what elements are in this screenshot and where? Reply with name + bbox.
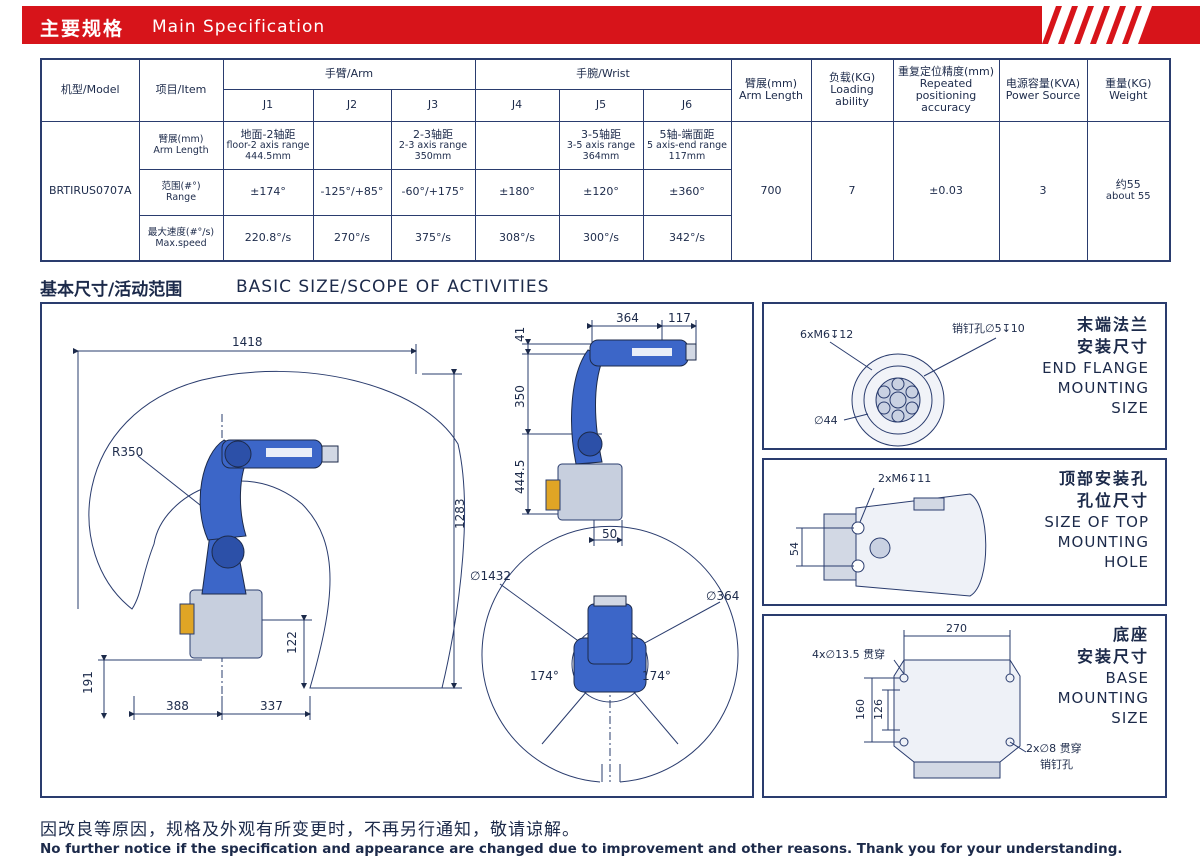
angle-left: 174° bbox=[530, 669, 559, 683]
arm-group-header: 手臂/Arm bbox=[222, 58, 476, 90]
accuracy-header: 重复定位精度(mm)Repeated positioning accuracy bbox=[892, 58, 1000, 122]
range-j2: -125°/+85° bbox=[312, 168, 392, 216]
angle-right: 174° bbox=[642, 669, 671, 683]
load-value: 7 bbox=[810, 120, 894, 262]
dim-364-top: ∅364 bbox=[706, 589, 739, 603]
dim-50: 50 bbox=[602, 527, 617, 541]
side-robot-illustration bbox=[179, 439, 339, 659]
accuracy-value: ±0.03 bbox=[892, 120, 1000, 262]
dim-337: 337 bbox=[260, 699, 283, 713]
top-hole-title: 顶部安装孔 孔位尺寸 SIZE OF TOP MOUNTING HOLE bbox=[1044, 469, 1149, 571]
model-cell: BRTIRUS0707A bbox=[40, 120, 140, 262]
base-dim-126: 126 bbox=[872, 699, 885, 720]
joint-header-j5: J5 bbox=[558, 88, 644, 122]
end-flange-panel: 6xM6↧12 销钉孔∅5↧10 ∅44 末端法兰 安装尺寸 END FLANG… bbox=[762, 302, 1167, 450]
flange-pin-label: 销钉孔∅5↧10 bbox=[952, 321, 1025, 335]
base-title: 底座 安装尺寸 BASE MOUNTING SIZE bbox=[1057, 625, 1149, 727]
speed-j5: 300°/s bbox=[558, 214, 644, 262]
base-holes-label: 4x∅13.5 贯穿 bbox=[812, 647, 885, 661]
model-header: 机型/Model bbox=[40, 58, 140, 122]
section-title-cn: 基本尺寸/活动范围 bbox=[40, 280, 183, 300]
joint-header-j6: J6 bbox=[642, 88, 732, 122]
range-j3: -60°/+175° bbox=[390, 168, 476, 216]
item-header: 项目/Item bbox=[138, 58, 224, 122]
arm-length-header: 臂展(mm)Arm Length bbox=[730, 58, 812, 122]
flange-dia-label: ∅44 bbox=[814, 414, 838, 427]
top-dim-54: 54 bbox=[788, 542, 801, 556]
row-label-arm-length: 臂展(mm)Arm Length bbox=[138, 120, 224, 170]
arm-length-value: 700 bbox=[730, 120, 812, 262]
speed-j1: 220.8°/s bbox=[222, 214, 314, 262]
range-j1: ±174° bbox=[222, 168, 314, 216]
footer-notice-en: No further notice if the specification a… bbox=[40, 841, 1123, 857]
top-screw-label: 2xM6↧11 bbox=[878, 472, 931, 485]
dim-117: 117 bbox=[668, 311, 691, 325]
header-bar: 主要规格 Main Specification bbox=[0, 6, 1200, 44]
base-width-270: 270 bbox=[946, 622, 967, 635]
base-pins-cn: 销钉孔 bbox=[1040, 757, 1073, 771]
base-dim-160: 160 bbox=[854, 699, 867, 720]
base-drawing: 270 4x∅13.5 贯穿 160 126 2x∅8 贯穿 销钉孔 bbox=[812, 622, 1082, 779]
base-pins-label: 2x∅8 贯穿 bbox=[1026, 741, 1082, 755]
cell-arm-j2 bbox=[312, 120, 392, 170]
range-j4: ±180° bbox=[474, 168, 560, 216]
speed-j3: 375°/s bbox=[390, 214, 476, 262]
flange-drawing: 6xM6↧12 销钉孔∅5↧10 ∅44 bbox=[800, 321, 1025, 447]
header-stripes-decoration bbox=[1042, 6, 1200, 44]
header-red-band bbox=[22, 6, 1042, 44]
section-title-en: BASIC SIZE/SCOPE OF ACTIVITIES bbox=[236, 277, 550, 297]
speed-j6: 342°/s bbox=[642, 214, 732, 262]
weight-header: 重量(KG)Weight bbox=[1086, 58, 1171, 122]
base-panel: 270 4x∅13.5 贯穿 160 126 2x∅8 贯穿 销钉孔 底座 安装… bbox=[762, 614, 1167, 798]
power-header: 电源容量(KVA)Power Source bbox=[998, 58, 1088, 122]
top-hole-drawing: 2xM6↧11 54 bbox=[788, 472, 987, 597]
dim-41: 41 bbox=[513, 327, 527, 342]
joint-header-j2: J2 bbox=[312, 88, 392, 122]
dim-444-5: 444.5 bbox=[513, 460, 527, 494]
flange-screw-label: 6xM6↧12 bbox=[800, 328, 853, 341]
dim-1432: ∅1432 bbox=[470, 569, 511, 583]
speed-j4: 308°/s bbox=[474, 214, 560, 262]
flange-title: 末端法兰 安装尺寸 END FLANGE MOUNTING SIZE bbox=[1042, 315, 1149, 417]
wrist-group-header: 手腕/Wrist bbox=[474, 58, 732, 90]
speed-j2: 270°/s bbox=[312, 214, 392, 262]
row-label-speed: 最大速度(#°/s)Max.speed bbox=[138, 214, 224, 262]
cell-arm-j4 bbox=[474, 120, 560, 170]
dim-1283: 1283 bbox=[453, 498, 467, 529]
power-value: 3 bbox=[998, 120, 1088, 262]
spec-table: 机型/Model 项目/Item 手臂/Arm 手腕/Wrist 臂展(mm)A… bbox=[40, 58, 1171, 262]
dim-r350: R350 bbox=[112, 445, 143, 459]
dim-1418: 1418 bbox=[232, 335, 263, 349]
joint-header-j3: J3 bbox=[390, 88, 476, 122]
dim-191: 191 bbox=[81, 671, 95, 694]
dimension-drawing: 1418 1283 R350 191 122 388 337 41 350 44… bbox=[73, 311, 739, 783]
main-drawing-panel: 1418 1283 R350 191 122 388 337 41 350 44… bbox=[40, 302, 754, 798]
header-title-en: Main Specification bbox=[152, 17, 326, 37]
top-view bbox=[481, 525, 739, 783]
row-label-range: 范围(#°)Range bbox=[138, 168, 224, 216]
side-envelope bbox=[88, 370, 466, 689]
footer-notice-cn: 因改良等原因，规格及外观有所变更时，不再另行通知，敬请谅解。 bbox=[40, 820, 580, 840]
joint-header-j4: J4 bbox=[474, 88, 560, 122]
load-header: 负载(KG)Loading ability bbox=[810, 58, 894, 122]
dim-364-front: 364 bbox=[616, 311, 639, 325]
joint-header-j1: J1 bbox=[222, 88, 314, 122]
front-robot-illustration bbox=[545, 339, 697, 521]
dim-388: 388 bbox=[166, 699, 189, 713]
header-title-cn: 主要规格 bbox=[40, 18, 125, 40]
range-j5: ±120° bbox=[558, 168, 644, 216]
range-j6: ±360° bbox=[642, 168, 732, 216]
top-hole-panel: 2xM6↧11 54 顶部安装孔 孔位尺寸 SIZE OF TOP MOUNTI… bbox=[762, 458, 1167, 606]
dim-122: 122 bbox=[285, 631, 299, 654]
dim-350: 350 bbox=[513, 385, 527, 408]
